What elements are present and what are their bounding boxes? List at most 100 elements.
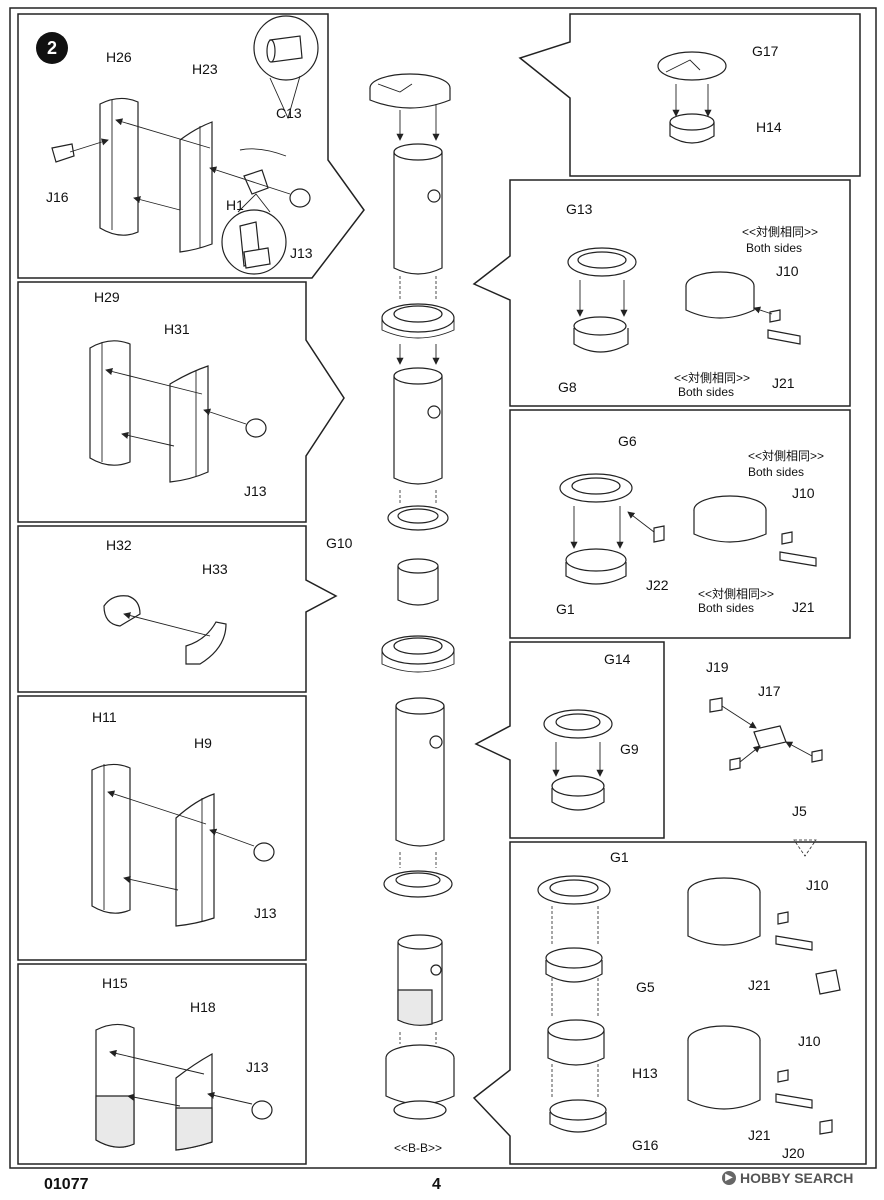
panel-step2-top-left: 2 H26 H23 bbox=[17, 13, 365, 279]
panel-g17-h14: G17 H14 bbox=[518, 13, 861, 177]
part-h29 bbox=[89, 340, 131, 466]
label-j21: J21 bbox=[748, 1127, 771, 1143]
label-j13: J13 bbox=[244, 483, 267, 499]
callout-both-sides-en: Both sides bbox=[748, 465, 804, 479]
label-g5: G5 bbox=[636, 979, 655, 995]
label-h29: H29 bbox=[94, 289, 120, 305]
part-j21 bbox=[767, 329, 801, 345]
label-j10: J10 bbox=[798, 1033, 821, 1049]
part-j10 bbox=[777, 911, 789, 925]
label-j21: J21 bbox=[792, 599, 815, 615]
label-h31: H31 bbox=[164, 321, 190, 337]
part-j5 bbox=[729, 757, 741, 771]
part-j19 bbox=[709, 697, 723, 713]
part-j10 bbox=[769, 309, 781, 323]
label-j17: J17 bbox=[758, 683, 781, 699]
page-number: 4 bbox=[432, 1176, 441, 1193]
panel-h32-h33: H32 H33 bbox=[17, 525, 338, 693]
part-h33 bbox=[185, 621, 227, 665]
label-h32: H32 bbox=[106, 537, 132, 553]
label-h15: H15 bbox=[102, 975, 128, 991]
part-j5 bbox=[811, 749, 823, 763]
label-h13: H13 bbox=[632, 1065, 658, 1081]
detail-j19-j17-j5: J19 J17 J5 bbox=[706, 659, 823, 857]
label-g8: G8 bbox=[558, 379, 577, 395]
label-h26: H26 bbox=[106, 49, 132, 65]
label-g9: G9 bbox=[620, 741, 639, 757]
panel-g13-g8: G13 G8 J10 J21 <<対側相同>> Both sides <<対側相… bbox=[472, 179, 851, 407]
label-j10: J10 bbox=[792, 485, 815, 501]
label-j10: J10 bbox=[806, 877, 829, 893]
label-g1: G1 bbox=[556, 601, 575, 617]
part-h11 bbox=[91, 763, 131, 914]
part-j21 bbox=[779, 551, 817, 567]
label-j16: J16 bbox=[46, 189, 69, 205]
part-j22 bbox=[653, 525, 665, 543]
step-number-badge bbox=[36, 32, 68, 64]
label-j20: J20 bbox=[782, 1145, 805, 1161]
label-g16: G16 bbox=[632, 1137, 659, 1153]
panel-h11-h9: H11 H9 J13 bbox=[17, 695, 307, 961]
panel-g1-g5-h13-g16: G1 G5 H13 G16 J10 J21 J10 J21 J20 bbox=[472, 841, 867, 1165]
label-h23: H23 bbox=[192, 61, 218, 77]
label-c13: C13 bbox=[276, 105, 302, 121]
panel-g14-g9: G14 G9 bbox=[474, 641, 665, 839]
step-number: 2 bbox=[47, 38, 57, 58]
label-j5: J5 bbox=[792, 803, 807, 819]
callout-both-sides-en: Both sides bbox=[678, 385, 734, 399]
panel-g6-g1: G6 G1 J22 J10 J21 <<対側相同>> Both sides <<… bbox=[509, 409, 851, 639]
center-tower-assembly: G10 <<B-B>> bbox=[326, 73, 455, 1155]
label-j13: J13 bbox=[290, 245, 313, 261]
detail-bubble-c13 bbox=[253, 15, 319, 120]
label-j22: J22 bbox=[646, 577, 669, 593]
label-h14: H14 bbox=[756, 119, 782, 135]
document-number: 01077 bbox=[44, 1176, 89, 1193]
part-j21 bbox=[775, 935, 813, 951]
callout-both-sides-cn: <<対側相同>> bbox=[742, 225, 818, 239]
label-h18: H18 bbox=[190, 999, 216, 1015]
detail-bubble-h1 bbox=[221, 193, 287, 275]
callout-both-sides-cn: <<対側相同>> bbox=[698, 587, 774, 601]
part-j20 bbox=[819, 1119, 833, 1135]
label-j21: J21 bbox=[772, 375, 795, 391]
label-h11: H11 bbox=[92, 709, 117, 725]
part-h32 bbox=[103, 595, 141, 627]
part-h23 bbox=[179, 121, 213, 253]
label-g13: G13 bbox=[566, 201, 593, 217]
part-j13 bbox=[251, 1100, 273, 1120]
part-h1 bbox=[243, 169, 269, 195]
part-j13 bbox=[253, 842, 275, 862]
view-label-bb: <<B-B>> bbox=[394, 1141, 442, 1155]
label-j10: J10 bbox=[776, 263, 799, 279]
label-g14: G14 bbox=[604, 651, 631, 667]
label-g10: G10 bbox=[326, 535, 353, 551]
label-j19: J19 bbox=[706, 659, 729, 675]
label-h1: H1 bbox=[226, 197, 244, 213]
label-j13: J13 bbox=[254, 905, 277, 921]
direction-arrow-icon bbox=[793, 839, 817, 857]
watermark-text: HOBBY SEARCH bbox=[740, 1170, 854, 1186]
panel-h29-h31: H29 H31 J13 bbox=[17, 281, 345, 523]
callout-both-sides-en: Both sides bbox=[746, 241, 802, 255]
panel-h15-h18: H15 H18 J13 bbox=[17, 963, 307, 1165]
part-j13 bbox=[289, 188, 311, 208]
part-j16 bbox=[51, 143, 75, 163]
part-j13 bbox=[245, 418, 267, 438]
part-j10 bbox=[777, 1069, 789, 1083]
callout-both-sides-cn: <<対側相同>> bbox=[748, 449, 824, 463]
part-h31 bbox=[169, 365, 209, 483]
part-j17 bbox=[753, 725, 787, 749]
label-j21: J21 bbox=[748, 977, 771, 993]
part-h9 bbox=[175, 793, 215, 927]
callout-both-sides-cn: <<対側相同>> bbox=[674, 371, 750, 385]
part-g17 bbox=[657, 51, 727, 81]
label-g6: G6 bbox=[618, 433, 637, 449]
label-g1: G1 bbox=[610, 849, 629, 865]
part-h26 bbox=[99, 97, 139, 236]
watermark: ▶ HOBBY SEARCH bbox=[722, 1170, 853, 1186]
callout-both-sides-en: Both sides bbox=[698, 601, 754, 615]
label-g17: G17 bbox=[752, 43, 779, 59]
page-border bbox=[9, 7, 877, 1169]
label-h9: H9 bbox=[194, 735, 212, 751]
